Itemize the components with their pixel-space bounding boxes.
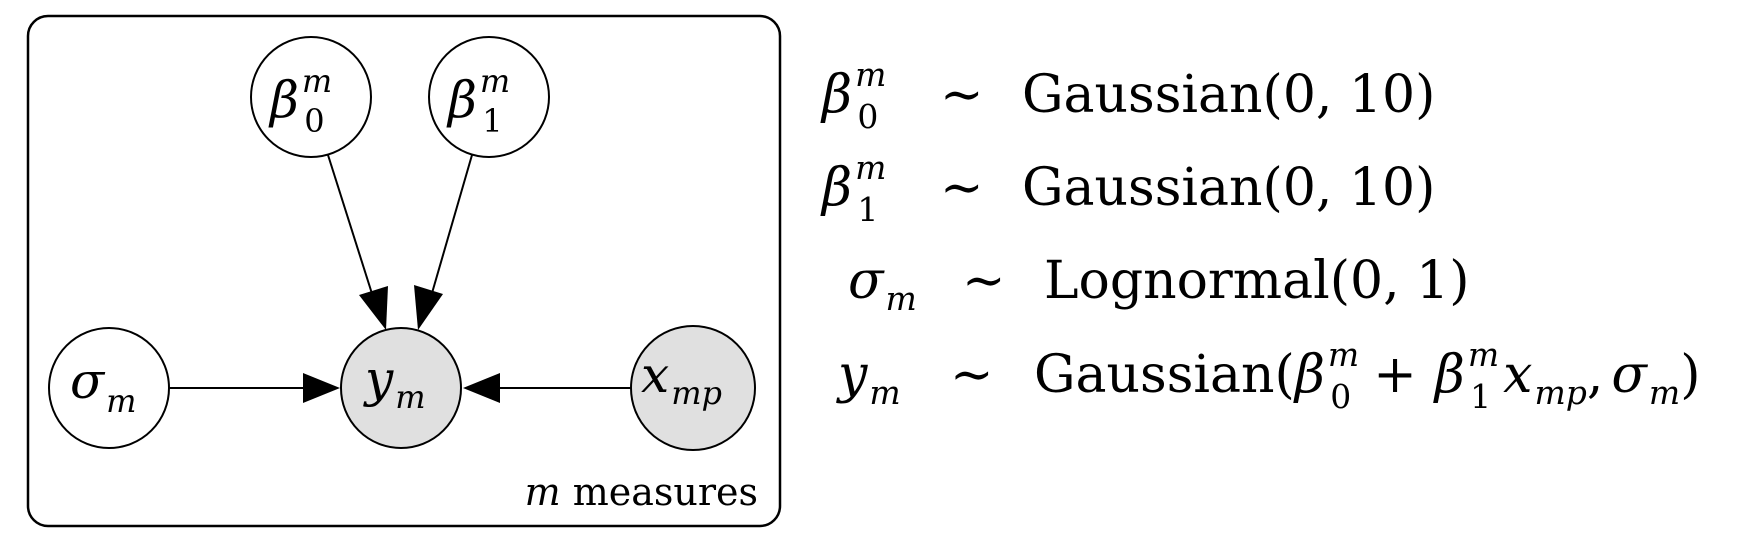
node-beta0-circle (250, 36, 372, 158)
node-sigma: σm (48, 327, 170, 449)
arrow-x-y (463, 373, 500, 403)
node-x: xmp (630, 325, 756, 451)
arrow-beta1-y (414, 285, 443, 330)
plate-label-text: measures (573, 470, 758, 514)
node-x-circle (630, 325, 756, 451)
node-sigma-label: σm (70, 352, 136, 420)
node-sigma-circle (48, 327, 170, 449)
node-y-label: ym (363, 350, 426, 416)
plate-label-var: m (525, 470, 561, 514)
plate (26, 14, 782, 528)
node-beta1-circle (428, 36, 550, 158)
edges (169, 154, 632, 403)
arrow-beta0-y (359, 286, 388, 330)
edge-beta1-y (429, 154, 473, 301)
node-x-label: xmp (641, 346, 722, 412)
node-y: ym (340, 327, 462, 449)
edge-beta0-y (327, 154, 375, 301)
plate-label: m measures (525, 470, 758, 514)
node-y-circle (340, 327, 462, 449)
arrow-sigma-y (303, 373, 340, 403)
equation-sigma: σm ∼ Lognormal(0, 1) (848, 251, 1470, 323)
